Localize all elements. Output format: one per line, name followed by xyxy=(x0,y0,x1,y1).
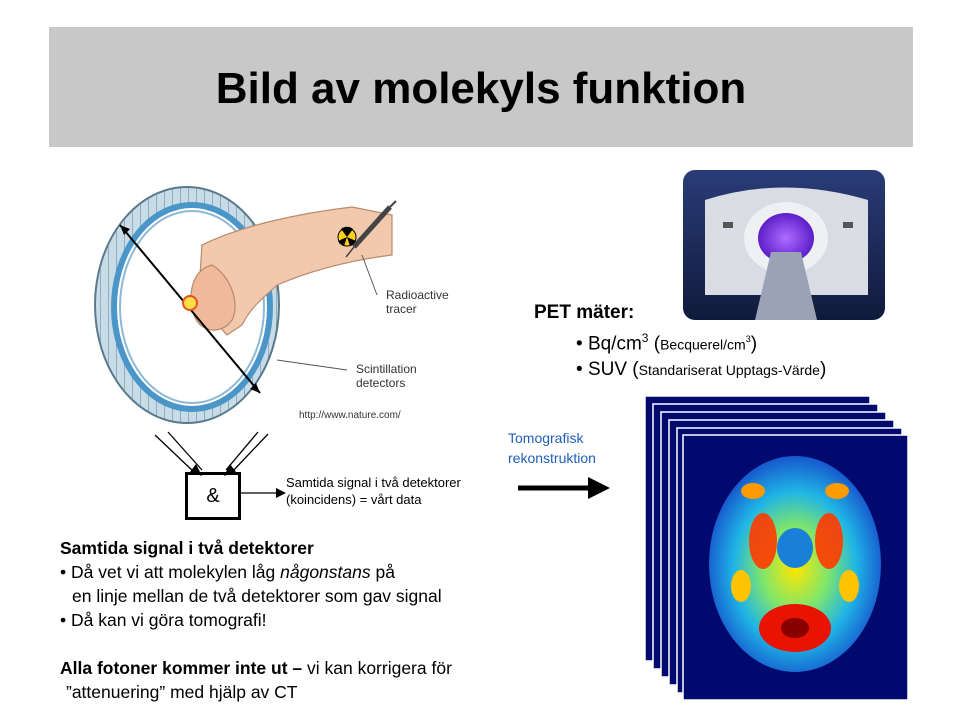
pet-slice-stack xyxy=(645,396,909,701)
syringe-icon xyxy=(345,200,397,258)
source-credit: http://www.nature.com/ xyxy=(299,410,401,421)
explanation-bullet-2: • Då kan vi göra tomografi! xyxy=(60,610,267,630)
recon-label: Tomografisk rekonstruktion xyxy=(508,430,596,466)
attenuation-note: Alla fotoner kommer inte ut – vi kan kor… xyxy=(60,658,452,678)
pet-heading: PET mäter: xyxy=(534,302,635,323)
page-title: Bild av molekyls funktion xyxy=(215,64,747,113)
pet-scanner-diagram xyxy=(94,186,397,424)
explanation-bullet-1-cont: en linje mellan de två detektorer som ga… xyxy=(72,586,442,606)
annihilation-spark xyxy=(182,295,198,311)
coincidence-gate: & xyxy=(185,472,241,520)
brain-scan-image xyxy=(709,456,881,672)
patient-head xyxy=(190,264,236,331)
explanation-text: Samtida signal i två detektorer • Då vet… xyxy=(60,536,620,704)
and-symbol: & xyxy=(206,485,220,507)
pet-item-suv: • SUV (Standariserat Upptags-Värde) xyxy=(576,359,827,380)
pet-item-bq: • Bq/cm3 (Becquerel/cm3) xyxy=(576,331,758,355)
gate-output-arrow xyxy=(240,488,286,498)
title-bar: Bild av molekyls funktion xyxy=(49,27,913,147)
explanation-heading: Samtida signal i två detektorer xyxy=(60,538,314,558)
explanation-bullet-1: • Då vet vi att molekylen låg någonstans… xyxy=(60,562,395,582)
coincidence-note: Samtida signal i två detektorer (koincid… xyxy=(286,475,461,507)
attenuation-note-cont: ”attenuering” med hjälp av CT xyxy=(66,682,298,702)
recon-arrow xyxy=(518,477,610,499)
pet-scanner-photo xyxy=(683,170,885,320)
